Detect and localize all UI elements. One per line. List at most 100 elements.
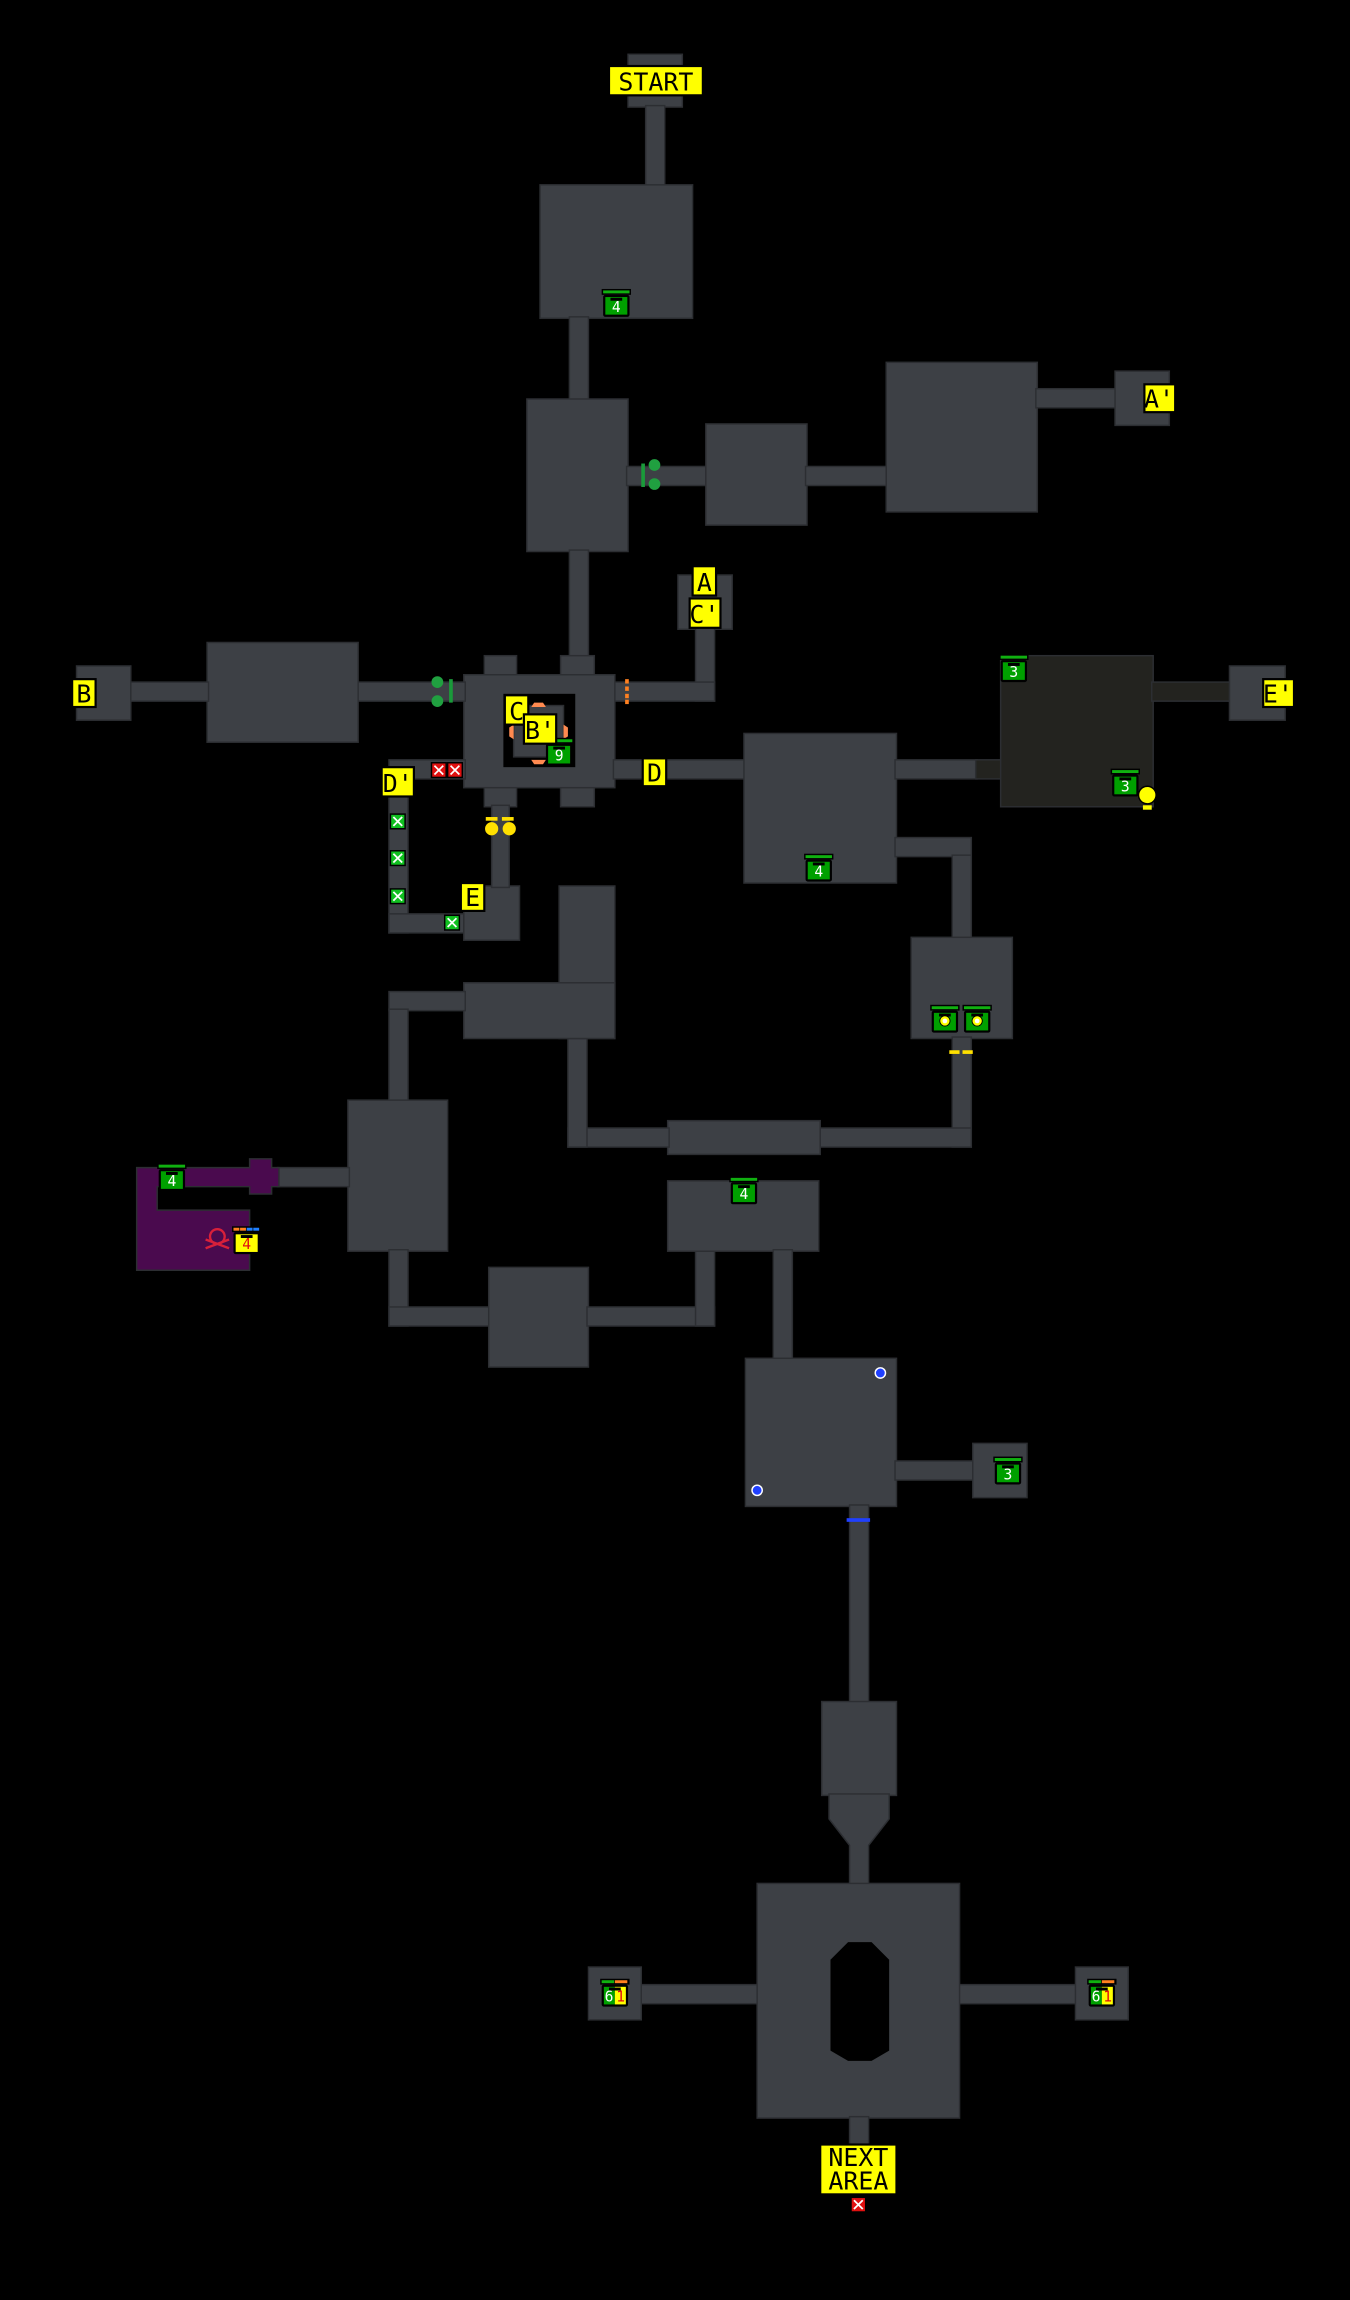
label-d-prime: D' (380, 766, 416, 798)
svg-text:E': E' (1263, 679, 1293, 708)
lightbulb-icon (1137, 785, 1157, 810)
chest-hub-center[interactable]: 9 (544, 737, 574, 766)
corridor (894, 1460, 975, 1481)
green-block-icon[interactable] (389, 813, 406, 830)
chest-count: 4 (167, 1173, 176, 1190)
label-a-prime: A' (1143, 383, 1177, 413)
corridor (568, 549, 590, 658)
label-a: A (691, 565, 718, 597)
chest-count-secondary: 1 (616, 1989, 625, 2006)
svg-text:AREA: AREA (828, 2167, 888, 2196)
corridor (894, 759, 978, 780)
corridor (894, 836, 973, 858)
chest-dark-room-top[interactable]: 3 (999, 654, 1029, 683)
blue-gate[interactable] (846, 1518, 871, 1522)
corridor (388, 1306, 491, 1327)
corridor (804, 465, 889, 487)
green-block-icon[interactable] (389, 888, 406, 905)
svg-text:A: A (697, 568, 712, 597)
hub-bottom-left (483, 785, 518, 808)
svg-text:D': D' (383, 769, 413, 798)
chest-count-secondary: 1 (1103, 1989, 1112, 2006)
yellow-gate-hub[interactable] (485, 817, 516, 836)
label-e-prime: E' (1262, 678, 1296, 708)
yellow-gate-east[interactable] (949, 1050, 973, 1054)
room-blue (744, 1357, 898, 1508)
chest-count: 9 (555, 748, 564, 765)
room-2 (526, 398, 629, 553)
chest-d-room[interactable]: 4 (804, 853, 834, 882)
svg-text:C': C' (689, 600, 719, 629)
room-antechamber (820, 1700, 898, 1797)
chest-count: 6 (1092, 1989, 1101, 2006)
orb-icon (971, 1015, 983, 1027)
corridor (276, 1166, 351, 1188)
label-c-prime: C' (688, 597, 722, 629)
chest-count: 3 (1009, 664, 1018, 681)
chest-start-room[interactable]: 4 (601, 288, 631, 317)
corridor (355, 681, 466, 702)
chest-south-room[interactable]: 4 (729, 1176, 759, 1205)
room-long (666, 1119, 821, 1156)
corridor (848, 2115, 870, 2147)
room-4 (885, 361, 1039, 513)
blue-switch-icon[interactable] (751, 1484, 764, 1497)
green-gate-west[interactable] (431, 676, 453, 708)
chest-side-east[interactable]: 3 (993, 1456, 1023, 1485)
chest-purple-room[interactable]: 4 (232, 1226, 262, 1255)
corridor (612, 759, 747, 780)
chest-purple-corridor[interactable]: 4 (157, 1163, 187, 1192)
svg-text:B': B' (525, 716, 555, 745)
orange-gate[interactable] (625, 679, 629, 705)
corridor-dark (1150, 681, 1232, 702)
chest-count: 6 (605, 1989, 614, 2006)
corridor (612, 681, 716, 702)
red-block-icon[interactable] (446, 762, 464, 779)
blue-switch-icon[interactable] (874, 1367, 887, 1379)
label-b-prime: B' (522, 713, 558, 745)
chest-count: 4 (242, 1236, 251, 1253)
skull-icon (205, 1228, 230, 1250)
orange-inner-switches[interactable] (509, 702, 568, 765)
hub-bottom-right (559, 785, 596, 808)
label-next-area[interactable]: NEXT AREA (819, 2143, 898, 2196)
boss-room-pit (830, 1942, 890, 2061)
corridor (818, 1127, 973, 1148)
red-block-icon[interactable] (850, 2196, 867, 2213)
corridor (388, 1008, 409, 1103)
chest-count: 3 (1004, 1466, 1013, 1483)
corridor (567, 1036, 588, 1148)
corridor (639, 1983, 760, 2005)
chest-count: 4 (740, 1186, 749, 1203)
svg-text:A': A' (1144, 384, 1174, 413)
orb-icon (939, 1015, 951, 1027)
chest-east-room-left[interactable] (930, 1004, 960, 1033)
hub-top-right (559, 654, 596, 677)
green-block-icon[interactable] (443, 914, 461, 931)
room-center-wide (463, 982, 616, 1040)
corridor (957, 1983, 1078, 2005)
chest-east-room-right[interactable] (962, 1004, 992, 1033)
room-west (206, 641, 359, 743)
corridor (388, 990, 466, 1012)
svg-text:START: START (618, 68, 693, 97)
red-block-icon[interactable] (430, 762, 447, 779)
svg-text:E: E (465, 883, 480, 912)
corridor (694, 1249, 716, 1327)
corridor-dark (974, 759, 1003, 780)
green-block-icon[interactable] (389, 850, 406, 867)
rooms (75, 53, 1286, 2147)
svg-text:B: B (76, 679, 91, 708)
corridor (128, 681, 210, 702)
label-c: C (503, 694, 530, 726)
corridor (772, 1249, 794, 1361)
green-gate-east[interactable] (641, 459, 661, 490)
corridor (848, 1504, 870, 1704)
chest-dark-room-bottom[interactable]: 3 (1110, 768, 1140, 797)
label-e: E (459, 881, 486, 912)
funnel (828, 1793, 890, 1886)
label-start: START (607, 64, 704, 97)
